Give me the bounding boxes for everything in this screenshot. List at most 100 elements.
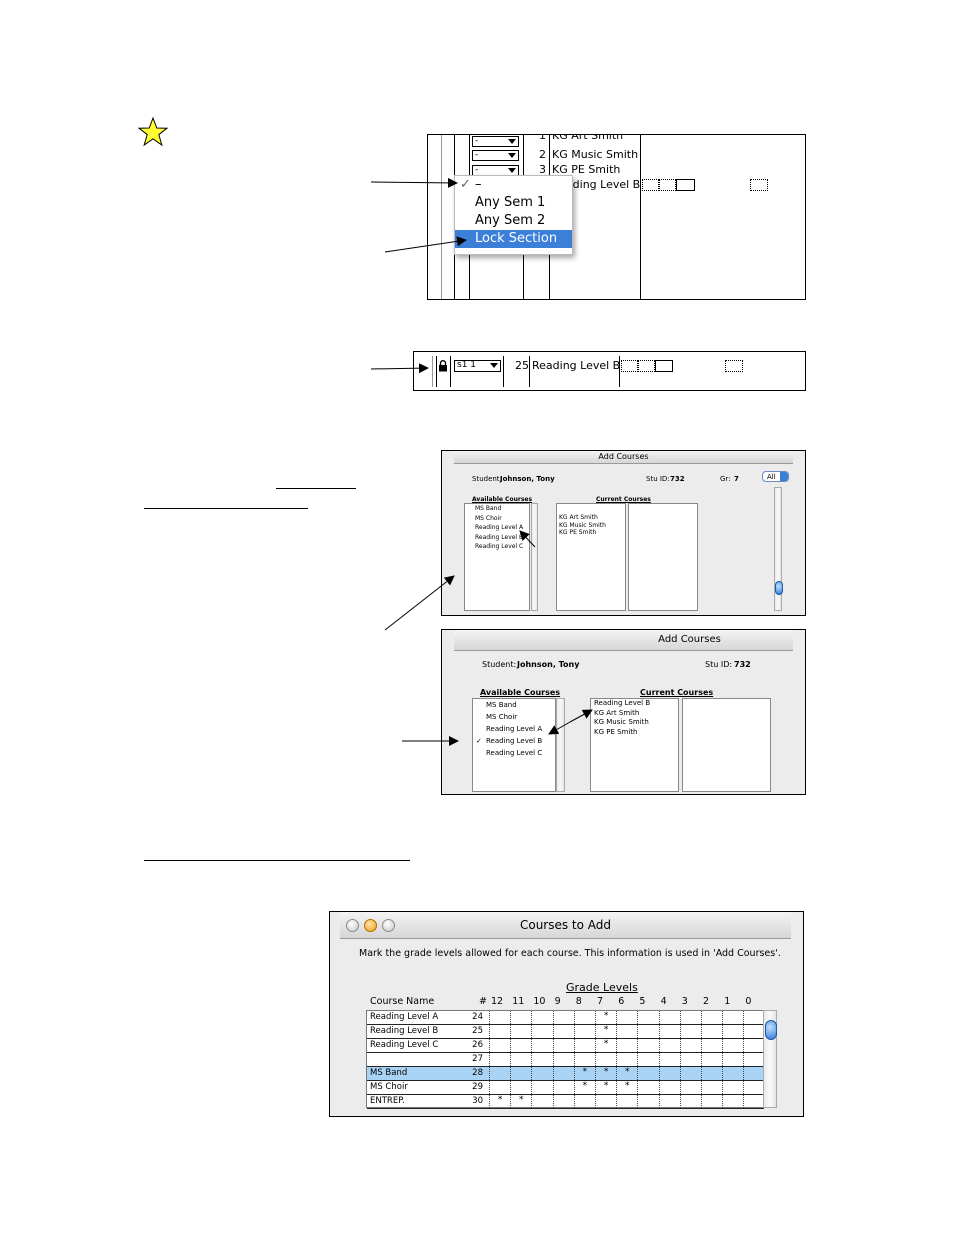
list-item[interactable]: MS Choir [475, 514, 502, 522]
current-courses-list[interactable]: Reading Level B KG Art Smith KG Music Sm… [590, 698, 679, 792]
grade-cell[interactable] [489, 1081, 510, 1094]
checkbox[interactable] [655, 360, 673, 372]
grade-cell[interactable] [573, 1039, 595, 1052]
grade-cell[interactable] [637, 1081, 658, 1094]
grade-cell[interactable] [722, 1095, 743, 1108]
grade-cell[interactable] [658, 1095, 680, 1108]
grade-cell[interactable] [722, 1067, 743, 1080]
grade-cell[interactable] [616, 1095, 637, 1108]
grade-cell[interactable]: * [595, 1081, 616, 1094]
grade-cell[interactable]: * [595, 1039, 616, 1052]
grade-cell[interactable] [552, 1067, 574, 1080]
grade-cell[interactable] [637, 1025, 658, 1038]
grade-cell[interactable]: * [616, 1081, 637, 1094]
grade-cell[interactable] [531, 1011, 552, 1024]
minimize-button[interactable] [364, 919, 377, 932]
grade-cell[interactable] [531, 1095, 552, 1108]
grade-cell[interactable] [701, 1095, 722, 1108]
grade-cell[interactable]: * [616, 1067, 637, 1080]
list-item[interactable]: MS Band [475, 505, 502, 512]
grade-cell[interactable]: * [595, 1067, 616, 1080]
grade-cell[interactable] [701, 1039, 722, 1052]
grade-cell[interactable] [573, 1025, 595, 1038]
checkbox[interactable] [642, 179, 659, 191]
grade-cell[interactable] [658, 1067, 680, 1080]
menu-item-any-sem-2[interactable]: Any Sem 2 [475, 213, 546, 228]
grade-cell[interactable] [743, 1053, 764, 1066]
grade-cell[interactable] [743, 1081, 764, 1094]
list-item[interactable]: Reading Level B [594, 699, 651, 707]
grade-cell[interactable] [701, 1053, 722, 1066]
grade-cell[interactable] [510, 1067, 531, 1080]
checkbox[interactable] [676, 179, 695, 191]
grade-cell[interactable] [679, 1067, 701, 1080]
grade-cell[interactable] [573, 1053, 595, 1066]
list-item[interactable]: Reading Level A [475, 524, 524, 531]
filter-popup[interactable]: All [762, 471, 789, 482]
grade-cell[interactable]: * [573, 1067, 595, 1080]
available-courses-list[interactable]: MS Band MS Choir Reading Level A Reading… [464, 503, 530, 611]
scrollbar[interactable] [556, 698, 565, 792]
list-item[interactable]: Reading Level B [475, 533, 524, 541]
grade-cell[interactable] [510, 1025, 531, 1038]
grade-cell[interactable] [637, 1067, 658, 1080]
table-row[interactable]: 27 [367, 1053, 764, 1067]
list-item[interactable]: ✓ Reading Level B [476, 737, 543, 745]
grade-cell[interactable] [722, 1053, 743, 1066]
grade-cell[interactable] [510, 1053, 531, 1066]
grade-cell[interactable] [679, 1081, 701, 1094]
grade-cell[interactable] [489, 1053, 510, 1066]
grade-cell[interactable] [637, 1053, 658, 1066]
grade-cell[interactable] [489, 1025, 510, 1038]
grade-cell[interactable] [489, 1039, 510, 1052]
grade-cell[interactable] [573, 1011, 595, 1024]
grade-cell[interactable] [679, 1095, 701, 1108]
grade-cell[interactable] [489, 1067, 510, 1080]
grade-cell[interactable] [616, 1025, 637, 1038]
checkbox[interactable] [750, 179, 768, 191]
grade-cell[interactable] [701, 1081, 722, 1094]
grade-cell[interactable] [552, 1039, 574, 1052]
grade-cell[interactable] [531, 1039, 552, 1052]
grade-cell[interactable] [743, 1011, 764, 1024]
grade-cell[interactable]: * [489, 1095, 510, 1108]
list-item[interactable]: Reading Level C [486, 749, 543, 757]
checkbox[interactable] [621, 360, 638, 372]
section-dropdown[interactable]: - [472, 150, 519, 161]
grade-cell[interactable] [679, 1039, 701, 1052]
grade-cell[interactable] [552, 1025, 574, 1038]
available-courses-list[interactable]: MS Band MS Choir Reading Level A ✓ Readi… [472, 698, 556, 792]
grade-cell[interactable] [722, 1011, 743, 1024]
grade-cell[interactable] [595, 1095, 616, 1108]
section-popup-menu[interactable]: ✓ – Any Sem 1 Any Sem 2 Lock Section [454, 175, 573, 255]
list-item[interactable]: Reading Level A [486, 725, 543, 733]
checkbox[interactable] [638, 360, 655, 372]
grade-cell[interactable] [531, 1053, 552, 1066]
list-item[interactable]: KG Art Smith [559, 514, 598, 521]
current-courses-list-2[interactable] [682, 698, 771, 792]
grade-cell[interactable] [701, 1067, 722, 1080]
current-courses-list[interactable]: KG Art Smith KG Music Smith KG PE Smith [556, 503, 626, 611]
list-item[interactable]: Reading Level C [475, 543, 524, 550]
section-dropdown[interactable]: s1 1 [454, 360, 501, 372]
grade-cell[interactable]: * [595, 1011, 616, 1024]
grade-cell[interactable] [743, 1039, 764, 1052]
grade-cell[interactable] [743, 1025, 764, 1038]
grade-cell[interactable] [722, 1039, 743, 1052]
menu-item-none[interactable]: ✓ – [460, 177, 482, 192]
grade-cell[interactable] [616, 1053, 637, 1066]
list-item[interactable]: KG PE Smith [559, 529, 597, 536]
grade-cell[interactable] [743, 1067, 764, 1080]
scrollbar[interactable] [763, 1010, 777, 1108]
section-dropdown[interactable]: - [472, 136, 519, 147]
menu-item-any-sem-1[interactable]: Any Sem 1 [475, 195, 546, 210]
grade-cell[interactable] [531, 1067, 552, 1080]
grade-cell[interactable] [552, 1095, 574, 1108]
grade-cell[interactable] [552, 1053, 574, 1066]
